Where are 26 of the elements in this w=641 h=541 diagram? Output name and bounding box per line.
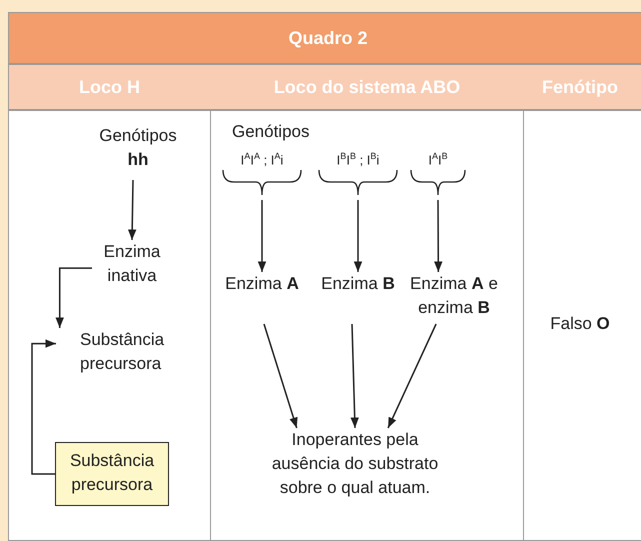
substance-text: Substância precursora: [56, 328, 180, 380]
enzyme-text: Enzima B: [318, 272, 398, 324]
enzyme-text: Enzima A: [222, 272, 302, 324]
table-title: Quadro 2: [8, 12, 641, 64]
arrow: [354, 200, 362, 272]
arrow: [434, 200, 442, 272]
arrow: [258, 200, 266, 272]
arrow: [31, 339, 56, 475]
genotype-text: Genótipos hh: [88, 124, 188, 180]
column-header: Loco H: [78, 76, 141, 98]
arrow: [387, 324, 437, 428]
section-label: Genótipos: [232, 121, 310, 143]
enzyme-text: Enzima inativa: [92, 240, 172, 292]
highlight-box: Substância precursora: [55, 442, 169, 506]
column-header: Fenótipo: [541, 76, 619, 99]
enzyme-text: Enzima A e enzima B: [398, 272, 510, 324]
arrow: [263, 324, 298, 428]
genotype-text: I$^{A}$I$^{B}$: [427, 150, 449, 168]
arrow: [56, 267, 92, 328]
result-text: Inoperantes pela ausência do substrato sobre o qual atuam.: [268, 428, 442, 504]
genotype-text: I$^{B}$I$^{B}$ ; I$^{B}$i: [336, 150, 380, 168]
genotype-text: I$^{A}$I$^{A}$ ; I$^{A}$i: [240, 150, 284, 168]
column-header: Loco do sistema ABO: [272, 76, 462, 98]
phenotype-text: Falso O: [549, 313, 611, 335]
arrow: [128, 180, 136, 240]
arrow: [350, 324, 359, 428]
